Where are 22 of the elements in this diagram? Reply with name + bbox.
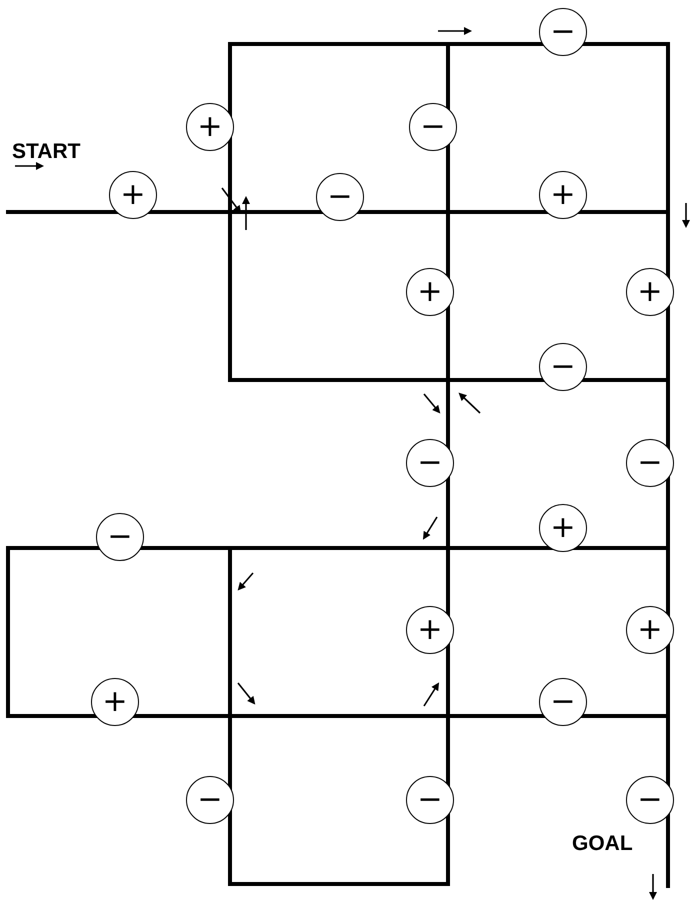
sign-circle: − [316, 173, 364, 221]
sign-circle: − [539, 8, 587, 56]
sign-circle: − [626, 776, 674, 824]
sign-circle: + [626, 606, 674, 654]
sign-circle: + [109, 171, 157, 219]
sign-circle: + [539, 504, 587, 552]
sign-circle: + [406, 606, 454, 654]
maze-label: START [12, 140, 80, 164]
maze-label: GOAL [572, 832, 633, 856]
sign-circle: − [96, 513, 144, 561]
sign-circle: − [409, 103, 457, 151]
sign-circle: + [91, 678, 139, 726]
sign-circle: − [626, 439, 674, 487]
sign-circle: − [406, 439, 454, 487]
sign-circle: + [539, 171, 587, 219]
sign-circle: + [406, 268, 454, 316]
sign-circle: + [626, 268, 674, 316]
sign-circle: − [406, 776, 454, 824]
sign-circle: + [186, 103, 234, 151]
sign-circle: − [186, 776, 234, 824]
sign-circle: − [539, 343, 587, 391]
sign-circle: − [539, 678, 587, 726]
